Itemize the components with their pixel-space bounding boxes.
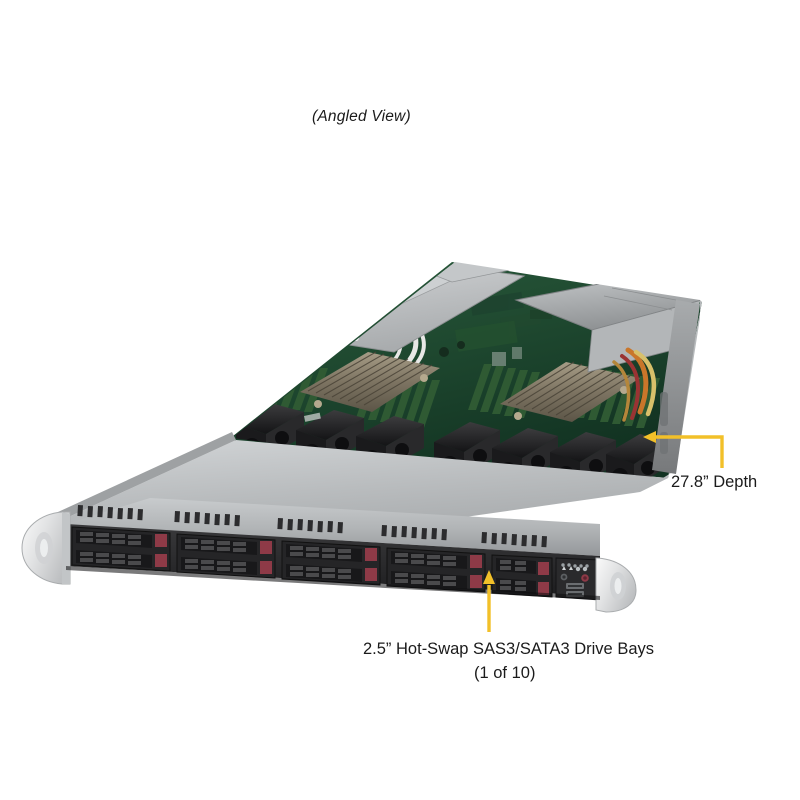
rack-ear-right[interactable] [595, 557, 637, 613]
front-control-panel[interactable] [555, 557, 601, 601]
drive-latch[interactable] [260, 541, 272, 554]
drive-latch[interactable] [538, 582, 549, 595]
status-leds [561, 563, 589, 572]
chassis-bottom-edge [66, 566, 600, 600]
chassis-side-vent [660, 392, 668, 454]
drive-bay-carrier[interactable] [176, 533, 276, 579]
drive-latch[interactable] [155, 554, 167, 567]
front-bezel [66, 498, 600, 556]
drive-bay-carrier[interactable] [386, 547, 486, 593]
drive-bay-carrier[interactable] [71, 526, 171, 572]
drive-bays-annotation-label-line2: (1 of 10) [474, 664, 536, 682]
view-caption: (Angled View) [312, 108, 411, 125]
drive-bay-carrier-highlighted[interactable] [491, 554, 553, 598]
cable-harness [612, 347, 657, 422]
drive-bay-carrier[interactable] [281, 540, 381, 586]
drive-latch[interactable] [365, 568, 377, 581]
chassis-right-side-wall [652, 300, 700, 474]
drive-bay-array [66, 524, 600, 598]
drive-latch[interactable] [470, 575, 482, 588]
drive-latch[interactable] [365, 548, 377, 561]
drive-latch[interactable] [155, 534, 167, 547]
drive-bays-leader-line [483, 570, 495, 632]
depth-leader-line [643, 431, 724, 468]
cpu-heatsink-left [300, 351, 440, 412]
bezel-vent-slots [77, 505, 547, 548]
drive-latch[interactable] [260, 561, 272, 574]
drive-bays-arrowhead [483, 570, 495, 584]
drive-bays-annotation-label-line1: 2.5” Hot-Swap SAS3/SATA3 Drive Bays [363, 640, 654, 658]
cpu-heatsink-right [500, 361, 640, 422]
chassis-left-rail [58, 432, 236, 520]
depth-annotation-label: 27.8” Depth [671, 473, 758, 491]
depth-arrowhead [643, 431, 656, 443]
drive-latch[interactable] [538, 562, 549, 575]
drive-latch[interactable] [470, 555, 482, 568]
rack-ear-left[interactable] [21, 511, 71, 585]
